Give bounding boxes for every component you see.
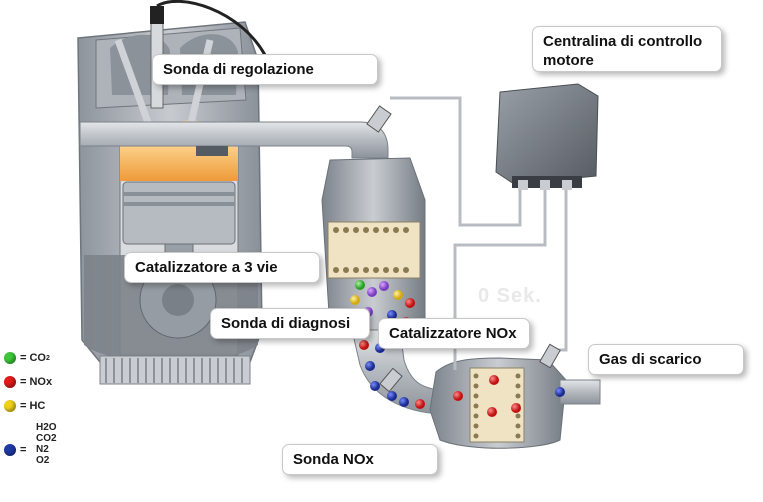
legend-label: = HC [20, 400, 46, 412]
legend-sub: 2 [45, 354, 50, 362]
callout-centralina-line2: motore [543, 52, 594, 69]
legend-multi-stack: H2O CO2 N2 O2 [36, 422, 57, 466]
callout-catalizzatore-nox: Catalizzatore NOx [378, 318, 530, 349]
callout-sonda-diagnosi-text: Sonda di diagnosi [221, 315, 351, 332]
callout-sonda-nox: Sonda NOx [282, 444, 438, 475]
callout-sonda-regolazione-text: Sonda di regolazione [163, 61, 314, 78]
callout-catalizzatore-3vie: Catalizzatore a 3 vie [124, 252, 320, 283]
red-dot-icon [4, 376, 16, 388]
legend-n2: N2 [36, 444, 49, 455]
callout-catalizzatore-nox-text: Catalizzatore NOx [389, 325, 517, 342]
three-way-catalyst [321, 157, 426, 331]
legend-item-hc: = HC [4, 396, 45, 416]
gas-particles [350, 280, 565, 417]
callout-gas-scarico: Gas di scarico [588, 344, 744, 375]
callout-sonda-diagnosi: Sonda di diagnosi [210, 308, 370, 339]
callout-centralina-line1: Centralina di controllo [543, 33, 703, 50]
engine-control-unit [495, 83, 599, 190]
legend-label: = NOx [20, 376, 53, 388]
legend-o2: O2 [36, 455, 50, 466]
legend-item-nox: = NOx [4, 372, 52, 392]
blue-dot-icon [4, 444, 16, 456]
legend-item-multi: = [4, 440, 26, 460]
callout-catalizzatore-3vie-text: Catalizzatore a 3 vie [135, 259, 278, 276]
legend-h2o: H2O [36, 422, 57, 433]
nox-catalyst [429, 357, 567, 449]
diagnosis-sensor [379, 367, 403, 393]
callout-gas-scarico-text: Gas di scarico [599, 351, 702, 368]
green-dot-icon [4, 352, 16, 364]
callout-sonda-regolazione: Sonda di regolazione [152, 54, 378, 85]
yellow-dot-icon [4, 400, 16, 412]
timer-label: 0 Sek. [478, 285, 542, 307]
legend-co2: CO2 [36, 433, 57, 444]
callout-sonda-nox-text: Sonda NOx [293, 451, 374, 468]
nox-sensor [539, 343, 561, 369]
regulation-sensor [366, 105, 392, 133]
legend-label: = CO [20, 352, 46, 364]
tail-pipe [559, 379, 601, 405]
callout-centralina: Centralina di controllo motore [532, 26, 722, 72]
